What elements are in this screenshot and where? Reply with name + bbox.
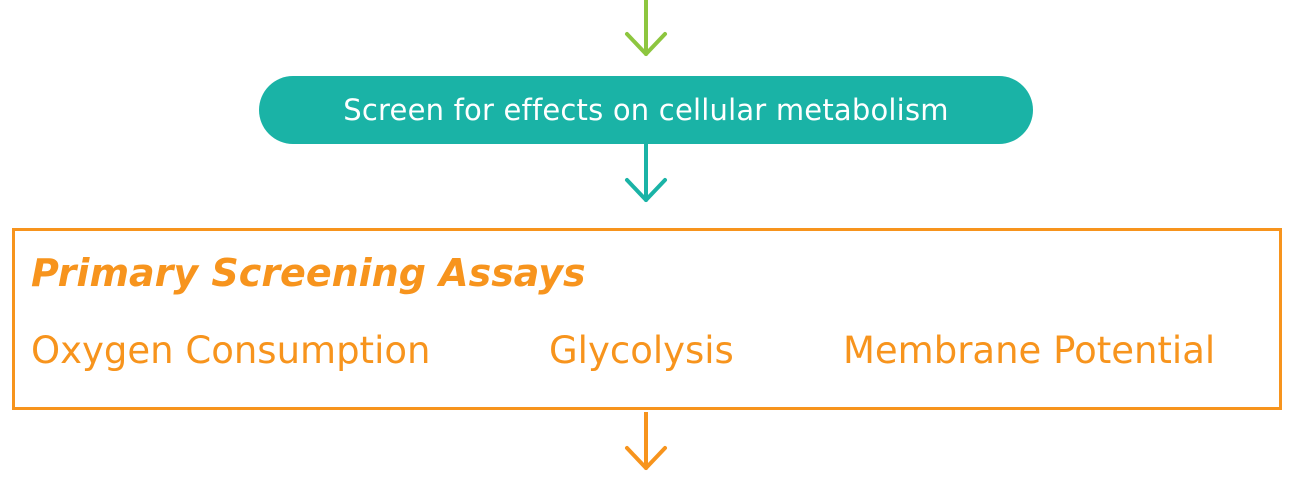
primary-screening-assays-box: Primary Screening Assays Oxygen Consumpt… xyxy=(12,228,1282,410)
down-arrow-icon-top xyxy=(611,0,681,60)
assay-item-membrane-potential: Membrane Potential xyxy=(843,329,1216,372)
down-arrow-icon-bottom xyxy=(611,412,681,480)
assay-item-oxygen-consumption: Oxygen Consumption xyxy=(31,329,431,372)
assays-title: Primary Screening Assays xyxy=(31,251,586,295)
metabolism-screen-label: Screen for effects on cellular metabolis… xyxy=(343,93,949,127)
assay-item-glycolysis: Glycolysis xyxy=(549,329,734,372)
down-arrow-icon-middle xyxy=(611,140,681,206)
metabolism-screen-step: Screen for effects on cellular metabolis… xyxy=(259,76,1033,144)
